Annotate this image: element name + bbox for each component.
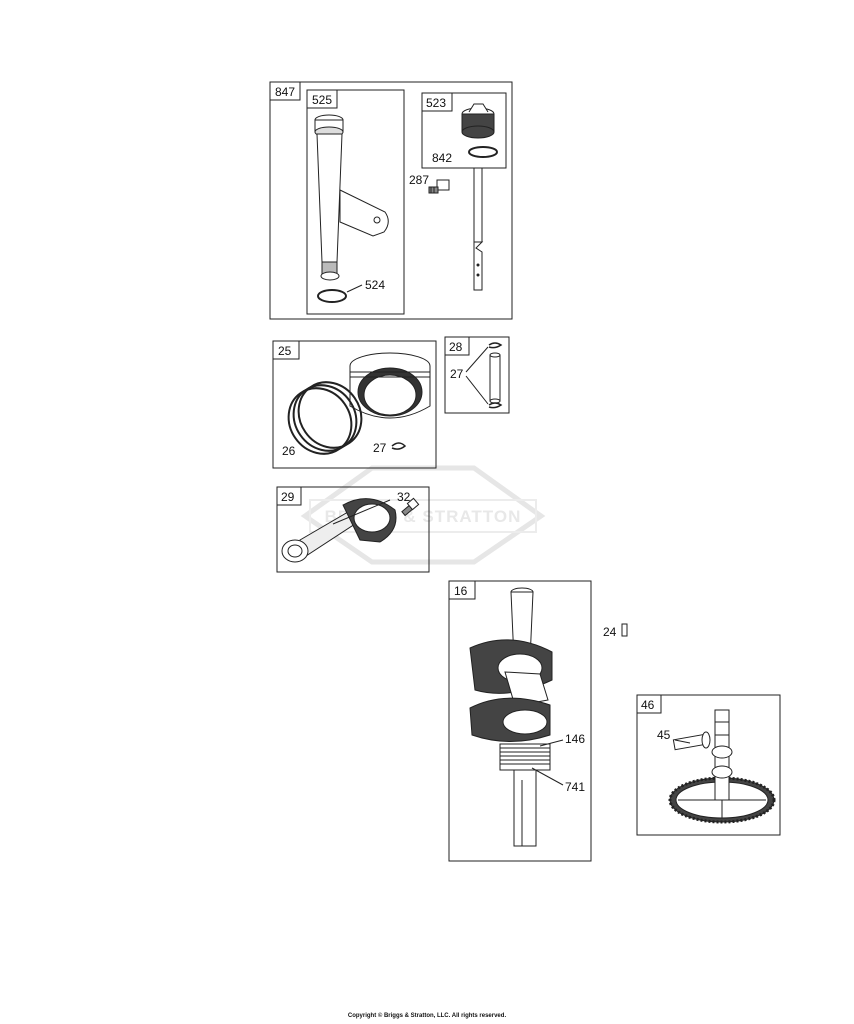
assembly-46: 46 45 <box>636 694 781 836</box>
assembly-25-frame <box>272 340 437 469</box>
o-ring-524-icon <box>317 289 347 303</box>
key-24: 24 <box>603 623 628 639</box>
assembly-29: 29 32 <box>276 486 430 573</box>
retainer-27-top-icon <box>488 342 503 349</box>
connecting-rod-icon <box>281 498 397 563</box>
callout-741: 741 <box>565 780 585 794</box>
assembly-847-tag: 847 <box>275 85 295 99</box>
crankshaft-icon <box>469 587 553 847</box>
assembly-847-tag-box <box>269 81 301 101</box>
assembly-46-frame <box>636 694 781 836</box>
assembly-25-tag-box <box>272 340 300 360</box>
assembly-525-tag-box <box>306 89 338 109</box>
piston-icon <box>349 352 431 419</box>
callout-27-piston: 27 <box>373 441 387 455</box>
assembly-847-frame <box>269 81 513 320</box>
assembly-46-tag-box <box>636 694 662 714</box>
assembly-523-frame <box>421 92 507 169</box>
callout-287: 287 <box>409 173 429 187</box>
assembly-16-frame <box>448 580 592 862</box>
bolt-32-icon <box>401 497 420 517</box>
watermark-logo: BRIGGS & STRATTON <box>300 465 546 565</box>
assembly-525-tag: 525 <box>312 93 332 107</box>
assembly-523-tag-box <box>421 92 453 112</box>
dipstick-cap-icon <box>461 103 495 139</box>
key-24-icon <box>621 623 628 637</box>
assembly-25: 25 26 27 <box>272 340 437 469</box>
screw-287-icon <box>428 179 450 194</box>
assembly-29-frame <box>276 486 430 573</box>
assembly-16-tag: 16 <box>454 584 468 598</box>
piston-pin-icon <box>489 352 501 404</box>
copyright-footer: Copyright © Briggs & Stratton, LLC. All … <box>347 1013 507 1019</box>
assembly-25-tag: 25 <box>278 344 292 358</box>
assembly-16-tag-box <box>448 580 476 600</box>
callout-45: 45 <box>657 728 671 742</box>
callout-842: 842 <box>432 151 452 165</box>
callout-24: 24 <box>603 625 617 639</box>
assembly-523-tag: 523 <box>426 96 446 110</box>
callout-524: 524 <box>365 278 385 292</box>
callout-146: 146 <box>565 732 585 746</box>
compression-release-45-icon <box>672 731 711 751</box>
assembly-28-tag-box <box>444 336 470 356</box>
assembly-28: 28 27 <box>444 336 510 414</box>
assembly-28-frame <box>444 336 510 414</box>
assembly-29-tag-box <box>276 486 302 506</box>
retainer-27-icon <box>391 442 407 450</box>
callout-27-pin: 27 <box>450 367 464 381</box>
assembly-28-tag: 28 <box>449 340 463 354</box>
assembly-46-tag: 46 <box>641 698 655 712</box>
dipstick-blade-icon <box>473 167 484 291</box>
callout-26: 26 <box>282 444 296 458</box>
o-ring-842-icon <box>468 146 498 158</box>
camshaft-gear-icon <box>668 709 776 824</box>
retainer-27-bottom-icon <box>488 402 503 409</box>
assembly-847: 847 525 524 523 <box>269 81 513 320</box>
assembly-525-frame <box>306 89 405 315</box>
piston-rings-icon <box>287 381 363 455</box>
dipstick-tube-icon <box>314 114 389 281</box>
callout-32: 32 <box>397 490 411 504</box>
assembly-16: 16 146 741 <box>448 580 592 862</box>
assembly-29-tag: 29 <box>281 490 295 504</box>
